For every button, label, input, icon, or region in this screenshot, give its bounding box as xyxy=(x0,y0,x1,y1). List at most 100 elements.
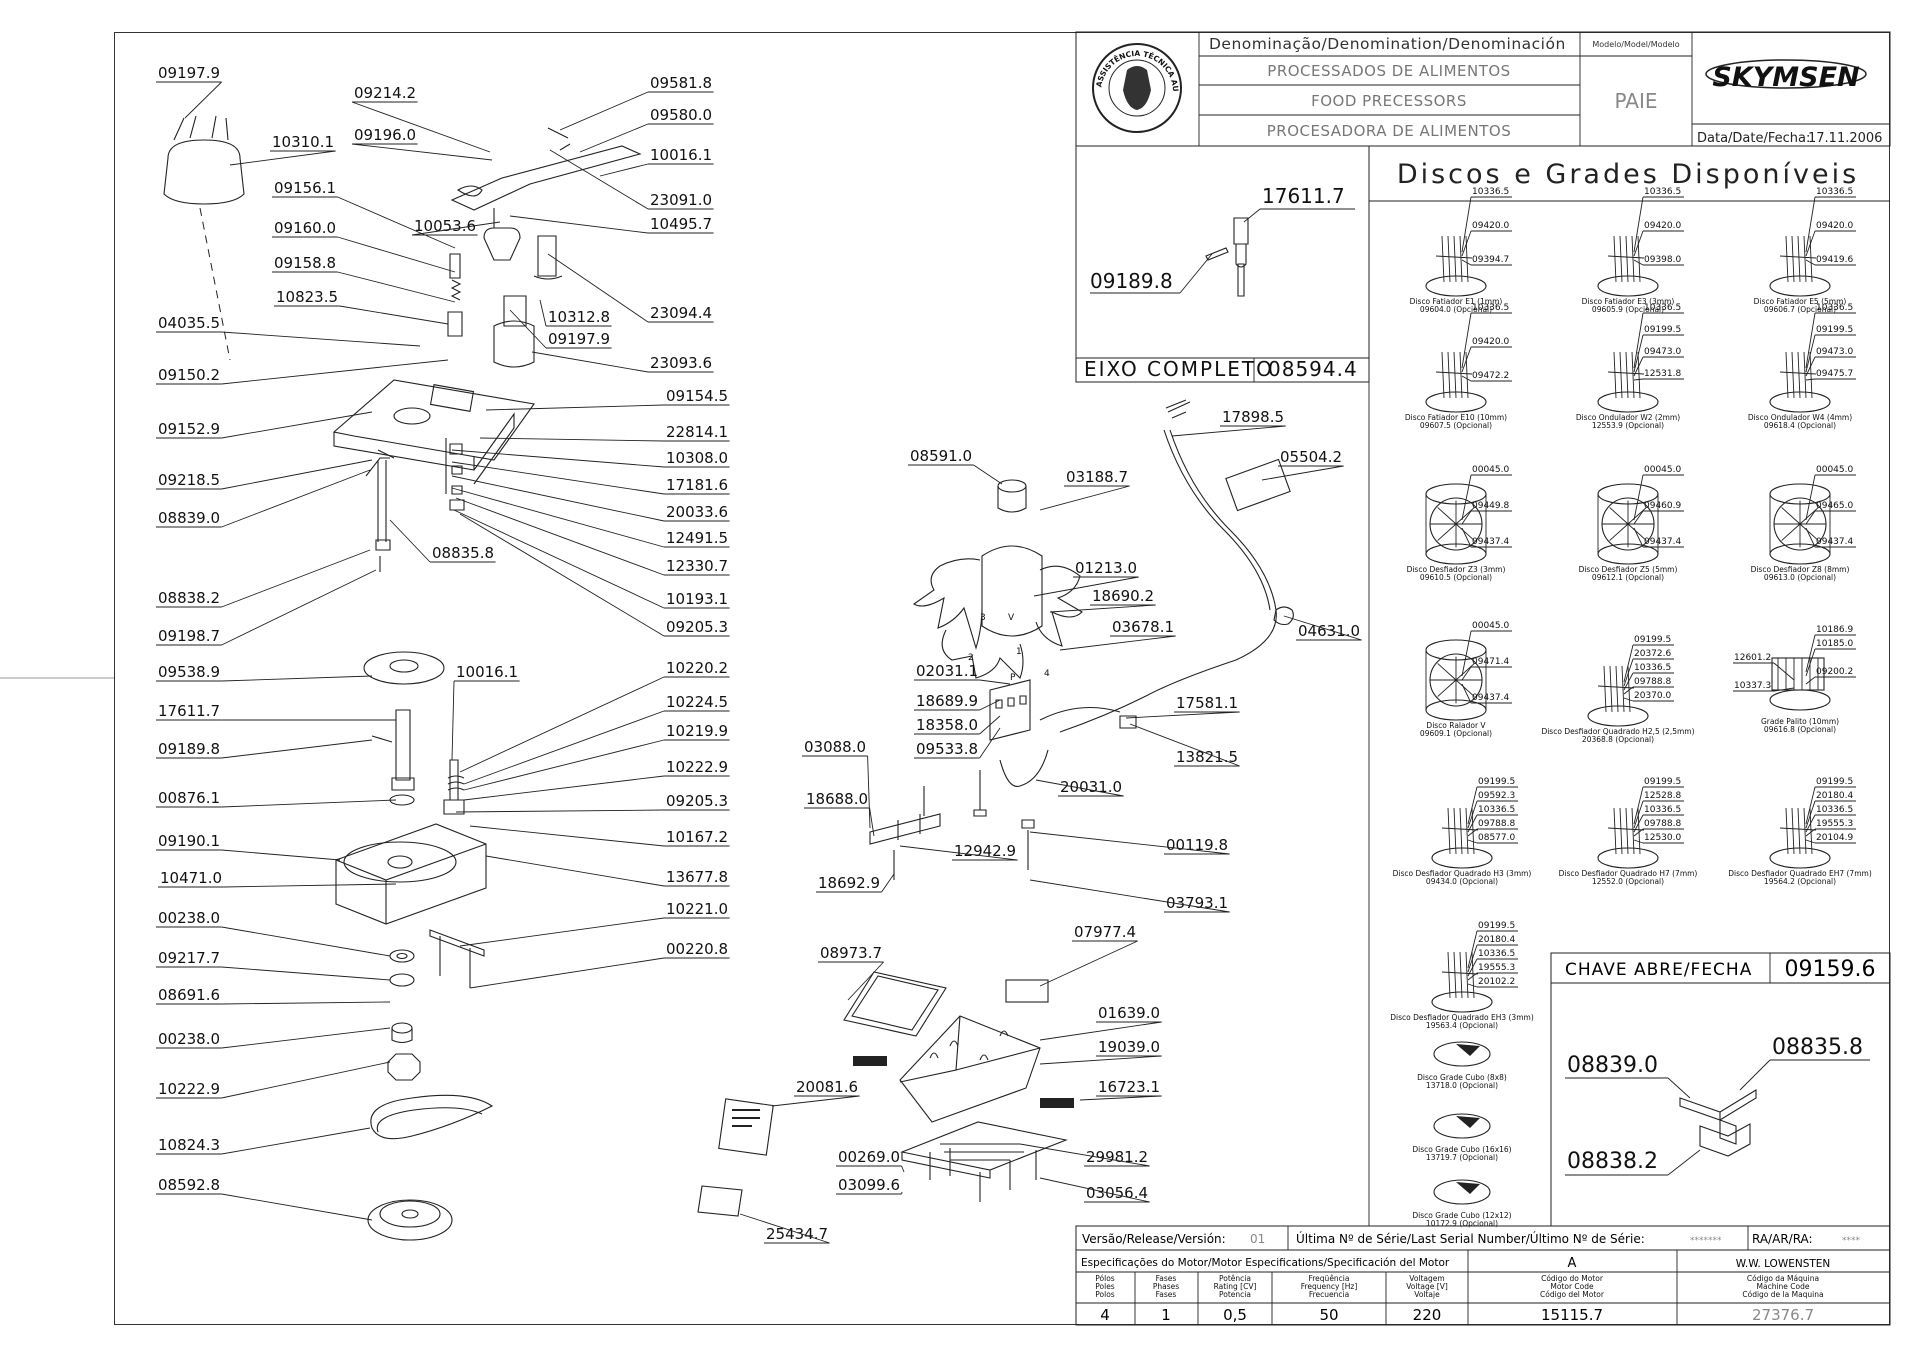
spec-col-5-value: 15115.7 xyxy=(1541,1306,1603,1324)
right-callout-14: 10308.0 xyxy=(451,449,730,468)
left-callout-17-text: 09190.1 xyxy=(158,832,220,850)
disc-14-part-0: 09199.5 xyxy=(1816,777,1853,787)
disc-7-part-2: 09437.4 xyxy=(1644,537,1681,547)
disc-1-code: 09605.9 (Opcional) xyxy=(1592,305,1664,314)
right-callout-18: 12330.7 xyxy=(455,497,730,576)
right-callout-31: 00220.8 xyxy=(469,940,730,989)
right-callout-28: 10167.2 xyxy=(469,825,730,847)
spec-col-3-value: 50 xyxy=(1319,1306,1338,1324)
disc-6-part-0: 00045.0 xyxy=(1472,465,1509,475)
disc-17-code: 13719.7 (Opcional) xyxy=(1426,1153,1498,1162)
wire-marks: 2 3 4 1 P V xyxy=(968,613,1050,683)
disc-11-part-3: 09200.2 xyxy=(1816,667,1853,677)
right-callout-24-text: 10224.5 xyxy=(666,693,728,711)
disc-15-part-3: 19555.3 xyxy=(1478,963,1515,973)
serial-label: Última Nº de Série/Last Serial Number/Úl… xyxy=(1296,1231,1645,1246)
spec-col-2-head-0: Potência xyxy=(1219,1274,1251,1283)
drawing-frame xyxy=(114,32,1890,1325)
svg-text:V: V xyxy=(1008,613,1015,623)
right-callout-12: 09154.5 xyxy=(485,387,730,411)
center-callout-23: 01639.0 xyxy=(1039,1004,1162,1041)
left-callout-12: 09198.7 xyxy=(156,569,377,646)
right-callout-4-text: 10016.1 xyxy=(650,146,712,164)
center-callout-2: 08591.0 xyxy=(908,447,1003,485)
disc-11-part-0: 10186.9 xyxy=(1816,625,1853,635)
left-callout-1-text: 10310.1 xyxy=(272,133,334,151)
disc-12-code: 09434.0 (Opcional) xyxy=(1426,877,1498,886)
center-callout-18: 18692.9 xyxy=(816,873,895,893)
center-callout-5: 18690.2 xyxy=(1049,587,1156,613)
left-callout-15-text: 09189.8 xyxy=(158,740,220,758)
left-callout-6-text: 04035.5 xyxy=(158,314,220,332)
center-callout-17-text: 12942.9 xyxy=(954,842,1016,860)
svg-text:1: 1 xyxy=(1016,647,1022,657)
disc-0-part-1: 09420.0 xyxy=(1472,221,1509,231)
disc-4-part-0: 10336.5 xyxy=(1644,303,1681,313)
center-callout-26: 20081.6 xyxy=(771,1078,860,1107)
disc-13-part-1: 12528.8 xyxy=(1644,791,1681,801)
left-callout-12-text: 09198.7 xyxy=(158,627,220,645)
spec-col-6-head-2: Código de la Maquina xyxy=(1742,1290,1823,1299)
disc-10: Disco Desfiador Quadrado H2,5 (2,5mm)203… xyxy=(1541,635,1694,744)
disc-12-part-1: 09592.3 xyxy=(1478,791,1515,801)
right-callout-31-text: 00220.8 xyxy=(666,940,728,958)
disc-3-name: Disco Fatiador E10 (10mm) xyxy=(1405,413,1507,422)
disc-12-part-0: 09199.5 xyxy=(1478,777,1515,787)
left-callout-2: 09156.1 xyxy=(272,179,456,249)
right-callout-3-text: 09580.0 xyxy=(650,106,712,124)
disc-18-name: Disco Grade Cubo (12x12) xyxy=(1412,1211,1511,1220)
right-callout-1: 09196.0 xyxy=(351,126,493,161)
center-callout-23-text: 01639.0 xyxy=(1098,1004,1160,1022)
disc-2-name: Disco Fatiador E5 (5mm) xyxy=(1754,297,1847,306)
center-callout-30: 03056.4 xyxy=(1039,1177,1150,1203)
disc-2-part-1: 09420.0 xyxy=(1816,221,1853,231)
right-callout-7-text: 10495.7 xyxy=(650,215,712,233)
right-callout-27-text: 09205.3 xyxy=(666,792,728,810)
disc-13-part-4: 12530.0 xyxy=(1644,833,1681,843)
right-callout-17: 12491.5 xyxy=(451,487,730,548)
center-callout-17: 12942.9 xyxy=(899,842,1018,861)
spec-col-6-head-1: Machine Code xyxy=(1757,1282,1810,1291)
spec-col-0-value: 4 xyxy=(1100,1306,1110,1324)
disc-3-part-0: 10336.5 xyxy=(1472,303,1509,313)
right-callout-21: 08835.8 xyxy=(389,519,496,563)
disc-11-part-1: 10185.0 xyxy=(1816,639,1853,649)
product-name-es: PROCESADORA DE ALIMENTOS xyxy=(1267,122,1511,140)
svg-text:4: 4 xyxy=(1044,669,1050,679)
left-callout-8-text: 09152.9 xyxy=(158,420,220,438)
right-callout-5-text: 23091.0 xyxy=(650,191,712,209)
disc-10-part-3: 09788.8 xyxy=(1634,677,1671,687)
title-block: ASSISTÊNCIA TÉCNICA AUTORIZADA Denominaç… xyxy=(0,0,1891,147)
right-callout-30: 10221.0 xyxy=(459,900,730,947)
right-callout-10: 09197.9 xyxy=(509,309,612,349)
center-callout-1-text: 05504.2 xyxy=(1280,448,1342,466)
part-callouts: 09197.910310.109156.109160.009158.810823… xyxy=(156,64,1362,1244)
right-callout-26-text: 10222.9 xyxy=(666,758,728,776)
disc-8-code: 09613.0 (Opcional) xyxy=(1764,573,1836,582)
svg-text:2: 2 xyxy=(968,653,974,663)
version-value: 01 xyxy=(1250,1232,1265,1246)
center-callout-8: 02031.1 xyxy=(914,662,1011,685)
disc-11-code: 09616.8 (Opcional) xyxy=(1764,725,1836,734)
left-callout-20: 09217.7 xyxy=(156,949,391,981)
right-callout-25: 10219.9 xyxy=(463,722,730,791)
disc-14-part-1: 20180.4 xyxy=(1816,791,1853,801)
center-callout-13: 13821.5 xyxy=(1129,723,1240,767)
center-callout-16: 18688.0 xyxy=(804,790,875,837)
disc-3-part-2: 09472.2 xyxy=(1472,371,1509,381)
left-callout-21-text: 08691.6 xyxy=(158,986,220,1004)
disc-8-part-2: 09437.4 xyxy=(1816,537,1853,547)
left-callout-9-text: 09218.5 xyxy=(158,471,220,489)
disc-14-part-4: 20104.9 xyxy=(1816,833,1853,843)
right-callout-13-text: 22814.1 xyxy=(666,423,728,441)
right-callout-6: 10053.6 xyxy=(411,217,501,236)
skymsen-logo: SKYMSEN xyxy=(1705,59,1867,93)
right-callout-1-text: 09196.0 xyxy=(354,126,416,144)
right-callout-11: 23093.6 xyxy=(531,351,714,373)
center-callout-25-text: 16723.1 xyxy=(1098,1078,1160,1096)
center-callout-4-text: 01213.0 xyxy=(1075,559,1137,577)
right-callout-10-text: 09197.9 xyxy=(548,330,610,348)
